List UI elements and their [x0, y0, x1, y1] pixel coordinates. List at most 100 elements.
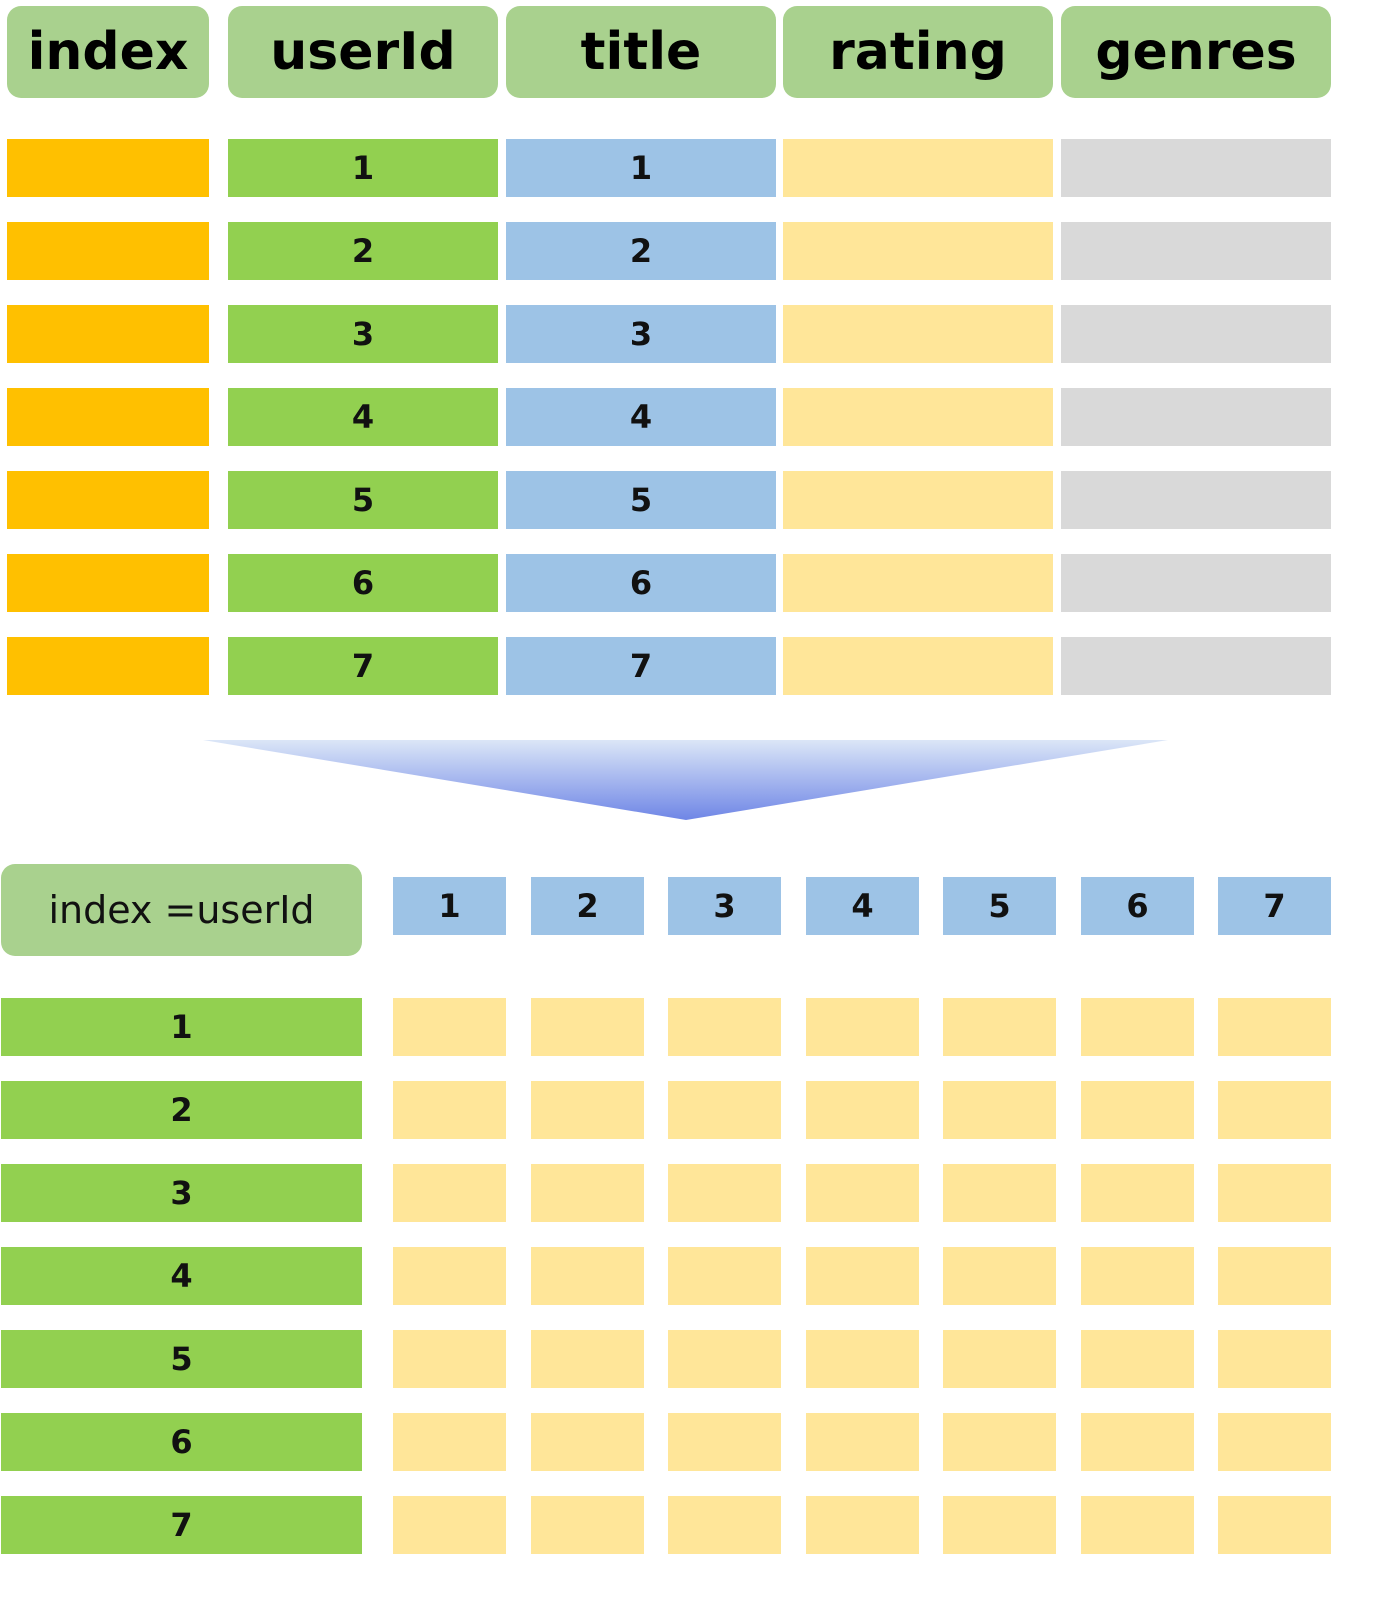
index-cell — [7, 222, 209, 280]
pivot-value-cell — [943, 1496, 1056, 1554]
genres-cell — [1061, 222, 1331, 280]
pivot-value-cell — [1081, 1413, 1194, 1471]
rating-cell — [783, 637, 1053, 695]
pivot-value-cell — [806, 1247, 919, 1305]
pivot-column-header: 6 — [1081, 877, 1194, 935]
rating-cell — [783, 305, 1053, 363]
genres-cell — [1061, 554, 1331, 612]
header-genres: genres — [1061, 6, 1331, 98]
index-cell — [7, 637, 209, 695]
pivot-value-cell — [806, 1330, 919, 1388]
rating-cell — [783, 139, 1053, 197]
pivot-value-cell — [1218, 1164, 1331, 1222]
pivot-value-cell — [943, 1164, 1056, 1222]
pivot-value-cell — [806, 998, 919, 1056]
pivot-value-cell — [531, 1164, 644, 1222]
userid-cell: 3 — [228, 305, 498, 363]
pivot-value-cell — [393, 1247, 506, 1305]
genres-cell — [1061, 637, 1331, 695]
index-cell — [7, 305, 209, 363]
rating-cell — [783, 388, 1053, 446]
pivot-column-header: 1 — [393, 877, 506, 935]
pivot-column-header: 7 — [1218, 877, 1331, 935]
pivot-value-cell — [1081, 1164, 1194, 1222]
index-cell — [7, 471, 209, 529]
userid-cell: 7 — [228, 637, 498, 695]
pivot-value-cell — [806, 1496, 919, 1554]
pivot-value-cell — [531, 1330, 644, 1388]
pivot-value-cell — [806, 1081, 919, 1139]
pivot-value-cell — [1081, 1247, 1194, 1305]
pivot-value-cell — [531, 1081, 644, 1139]
pivot-value-cell — [1218, 998, 1331, 1056]
pivot-value-cell — [1218, 1496, 1331, 1554]
title-cell: 5 — [506, 471, 776, 529]
genres-cell — [1061, 139, 1331, 197]
pivot-row-header: 3 — [1, 1164, 362, 1222]
index-cell — [7, 388, 209, 446]
pivot-row-header: 6 — [1, 1413, 362, 1471]
header-userid: userId — [228, 6, 498, 98]
userid-cell: 2 — [228, 222, 498, 280]
title-cell: 7 — [506, 637, 776, 695]
pivot-value-cell — [531, 1413, 644, 1471]
pivot-column-header: 3 — [668, 877, 781, 935]
pivot-value-cell — [531, 1247, 644, 1305]
rating-cell — [783, 222, 1053, 280]
pivot-value-cell — [1081, 1330, 1194, 1388]
userid-cell: 6 — [228, 554, 498, 612]
pivot-value-cell — [393, 998, 506, 1056]
rating-cell — [783, 554, 1053, 612]
pivot-value-cell — [668, 1330, 781, 1388]
pivot-column-header: 5 — [943, 877, 1056, 935]
pivot-value-cell — [943, 1081, 1056, 1139]
pivot-corner-label: index =userId — [1, 864, 362, 956]
pivot-value-cell — [943, 1413, 1056, 1471]
rating-cell — [783, 471, 1053, 529]
pivot-value-cell — [1081, 1081, 1194, 1139]
pivot-value-cell — [943, 1247, 1056, 1305]
pivot-value-cell — [668, 1081, 781, 1139]
pivot-value-cell — [1081, 1496, 1194, 1554]
pivot-value-cell — [531, 1496, 644, 1554]
genres-cell — [1061, 305, 1331, 363]
pivot-value-cell — [1218, 1247, 1331, 1305]
pivot-column-header: 2 — [531, 877, 644, 935]
pivot-value-cell — [1218, 1413, 1331, 1471]
pivot-value-cell — [668, 998, 781, 1056]
title-cell: 1 — [506, 139, 776, 197]
userid-cell: 5 — [228, 471, 498, 529]
pivot-row-header: 5 — [1, 1330, 362, 1388]
pivot-value-cell — [393, 1081, 506, 1139]
pivot-value-cell — [668, 1496, 781, 1554]
pivot-value-cell — [806, 1413, 919, 1471]
pivot-row-header: 4 — [1, 1247, 362, 1305]
index-cell — [7, 139, 209, 197]
pivot-row-header: 1 — [1, 998, 362, 1056]
pivot-value-cell — [668, 1247, 781, 1305]
title-cell: 2 — [506, 222, 776, 280]
pivot-row-header: 7 — [1, 1496, 362, 1554]
pivot-value-cell — [393, 1330, 506, 1388]
pivot-value-cell — [943, 1330, 1056, 1388]
pivot-row-header: 2 — [1, 1081, 362, 1139]
header-title: title — [506, 6, 776, 98]
pivot-value-cell — [668, 1164, 781, 1222]
pivot-value-cell — [393, 1496, 506, 1554]
down-arrow-icon — [203, 740, 1168, 820]
title-cell: 3 — [506, 305, 776, 363]
pivot-column-header: 4 — [806, 877, 919, 935]
pivot-value-cell — [531, 998, 644, 1056]
index-cell — [7, 554, 209, 612]
genres-cell — [1061, 388, 1331, 446]
header-rating: rating — [783, 6, 1053, 98]
pivot-value-cell — [806, 1164, 919, 1222]
userid-cell: 4 — [228, 388, 498, 446]
genres-cell — [1061, 471, 1331, 529]
header-index: index — [7, 6, 209, 98]
pivot-value-cell — [393, 1164, 506, 1222]
title-cell: 6 — [506, 554, 776, 612]
pivot-value-cell — [1218, 1330, 1331, 1388]
pivot-value-cell — [668, 1413, 781, 1471]
pivot-value-cell — [1081, 998, 1194, 1056]
